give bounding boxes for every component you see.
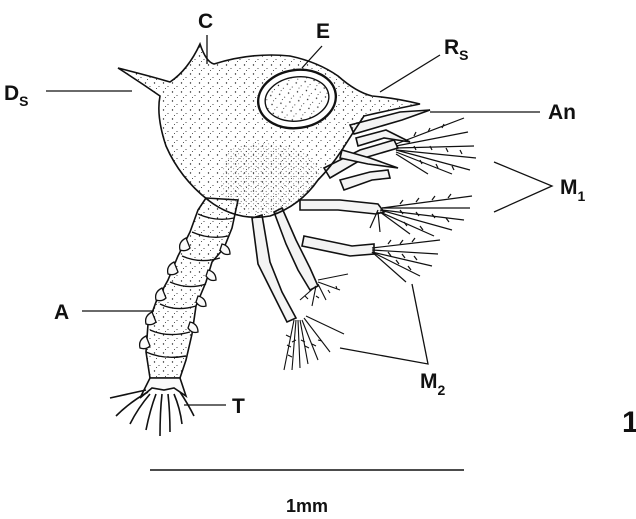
telson (110, 378, 194, 436)
maxilliped-1-setae-upper (396, 118, 476, 174)
maxilliped-1-setae-mid (370, 194, 472, 236)
abdomen (140, 198, 238, 378)
leader-rs (380, 55, 440, 92)
maxilliped-2-setae-lower (284, 316, 344, 370)
maxilliped-1-setae-lower (372, 238, 440, 282)
carapace (118, 44, 420, 217)
leader-m2 (340, 284, 428, 364)
plate-number: 1 (622, 406, 636, 439)
label-c: C (198, 10, 213, 33)
label-m1: M1 (560, 176, 586, 204)
label-ds: DS (4, 82, 29, 109)
label-t: T (232, 395, 245, 418)
label-rs: RS (444, 36, 469, 63)
label-m2: M2 (420, 370, 446, 398)
scale-bar: 1mm (150, 470, 464, 516)
label-a: A (54, 301, 69, 324)
label-an: An (548, 101, 576, 124)
leader-m1 (494, 162, 552, 212)
label-e: E (316, 20, 330, 43)
scale-bar-label: 1mm (286, 496, 328, 516)
maxilliped-2-group (252, 208, 348, 370)
